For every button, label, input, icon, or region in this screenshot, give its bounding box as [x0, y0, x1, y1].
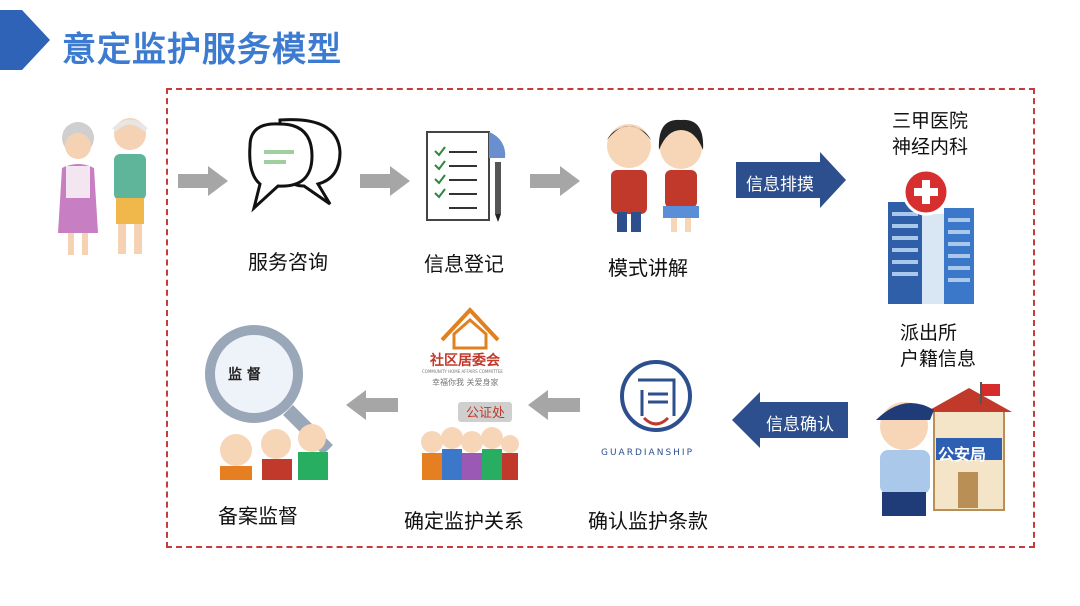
page-title: 意定监护服务模型: [62, 30, 342, 70]
step-terms-label: 确认监护条款: [588, 509, 708, 533]
arrow-confirm: [732, 392, 848, 448]
community-committee-slogan: 幸福你我 关爱身家: [432, 378, 499, 387]
arrow-right-2: [360, 166, 410, 196]
hospital-building-icon: [888, 168, 974, 304]
police-sign: 公安局: [938, 445, 987, 464]
hospital-line2: 神经内科: [892, 136, 969, 158]
step-register-label: 信息登记: [424, 252, 504, 276]
notary-crowd-icon: [421, 402, 519, 480]
guardianship-logo-icon: [620, 360, 692, 432]
step-explain-label: 模式讲解: [608, 256, 688, 280]
arrow-screening-label: 信息排摸: [746, 175, 814, 195]
police-line2: 户籍信息: [900, 348, 977, 370]
guardianship-word: GUARDIANSHIP: [601, 448, 695, 458]
checklist-icon: [426, 131, 506, 222]
magnifier-text: 监 督: [228, 367, 261, 383]
step-consult-label: 服务咨询: [248, 250, 328, 274]
police-info: 派出所 户籍信息: [900, 320, 976, 372]
arrow-screening: [736, 152, 846, 208]
elderly-couple-icon: [58, 118, 148, 255]
community-committee-en: COMMUNITY HOME AFFAIRS COMMITTEE: [422, 369, 503, 374]
arrow-left-1: [528, 390, 580, 420]
police-line1: 派出所: [900, 322, 958, 344]
community-committee-name: 社区居委会: [430, 353, 500, 369]
magnifier-supervision-icon: [205, 325, 333, 480]
notary-sign: 公证处: [466, 406, 506, 421]
arrow-left-2: [346, 390, 398, 420]
hospital-name: 三甲医院 神经内科: [892, 108, 968, 160]
arrow-right-1: [178, 166, 228, 196]
arrow-right-3: [530, 166, 580, 196]
hospital-line1: 三甲医院: [892, 110, 969, 132]
chat-bubbles-icon: [248, 118, 342, 213]
step-filing-label: 备案监督: [218, 504, 298, 528]
volunteers-icon: [607, 119, 704, 232]
community-committee-logo-icon: [440, 307, 500, 350]
title-chevron-icon: [0, 10, 50, 70]
step-relation-label: 确定监护关系: [404, 509, 524, 533]
arrow-confirm-label: 信息确认: [766, 415, 834, 435]
process-frame: [166, 88, 1035, 548]
police-station-icon: [876, 382, 1012, 516]
